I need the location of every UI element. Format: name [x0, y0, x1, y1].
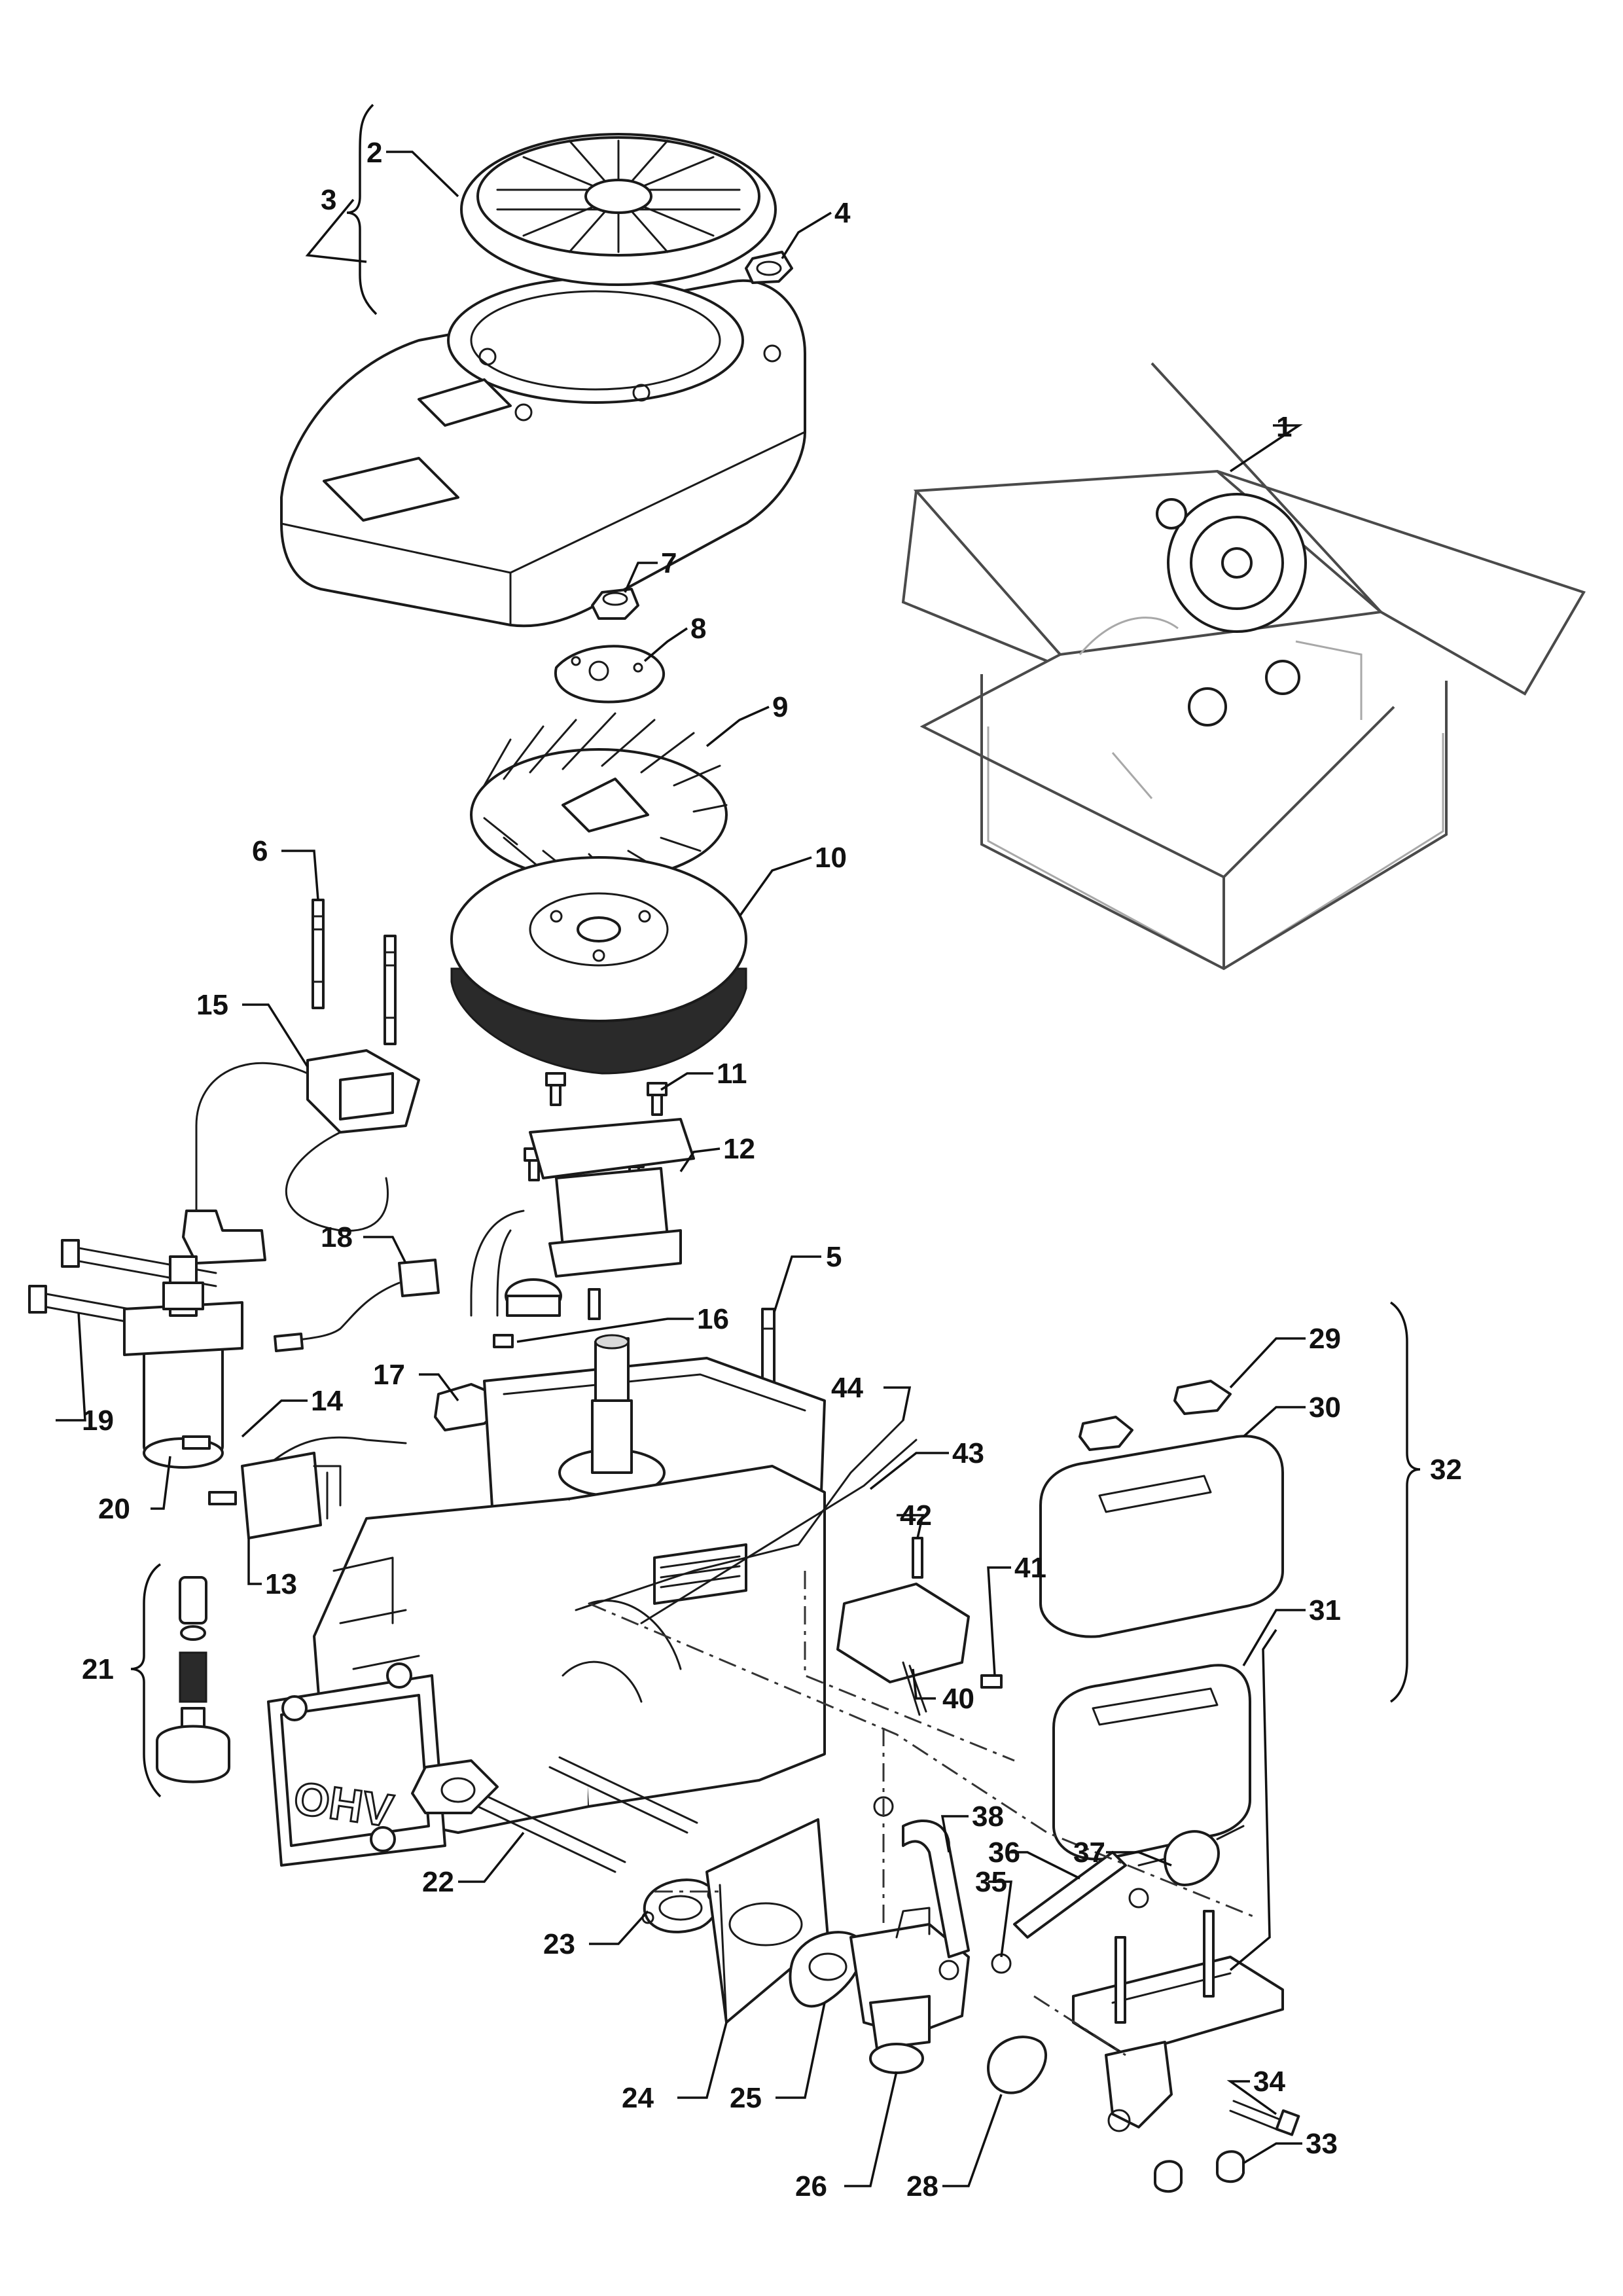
engine-block: OHV	[267, 1334, 826, 1867]
linkage-rods	[575, 1419, 918, 1624]
starter-motor	[123, 1255, 243, 1469]
callout-20: 20	[98, 1493, 130, 1525]
callout-38: 38	[972, 1801, 1004, 1833]
callout-18: 18	[321, 1221, 353, 1253]
rotating-screen	[460, 133, 777, 286]
callout-6: 6	[252, 835, 268, 867]
wing-nut-29	[1079, 1380, 1232, 1451]
assembly-lines	[588, 1571, 1257, 2056]
callout-29: 29	[1309, 1323, 1341, 1355]
flywheel-nut	[591, 588, 639, 620]
fuel-filter-37	[1137, 1825, 1245, 1886]
callout-5: 5	[826, 1241, 842, 1273]
callout-13: 13	[265, 1568, 297, 1600]
blower-housing	[280, 277, 806, 628]
air-filter-cover	[1039, 1435, 1284, 1638]
rectifier	[241, 1436, 407, 1539]
callout-32: 32	[1430, 1454, 1462, 1486]
oil-filler	[493, 1278, 601, 1348]
callout-44: 44	[831, 1372, 863, 1404]
air-filter-base	[1072, 1910, 1284, 2132]
brace-21	[130, 1563, 162, 1798]
callout-41: 41	[1014, 1552, 1046, 1584]
callout-26: 26	[795, 2170, 827, 2202]
callout-2: 2	[366, 137, 382, 169]
studs-22	[476, 1756, 698, 1873]
flywheel	[450, 856, 747, 1075]
gasket-28	[987, 2036, 1048, 2094]
callout-25: 25	[730, 2082, 762, 2114]
callout-37: 37	[1073, 1837, 1105, 1869]
callout-22: 22	[422, 1866, 454, 1898]
callout-15: 15	[196, 989, 228, 1021]
callout-8: 8	[690, 613, 706, 645]
callout-7: 7	[661, 547, 677, 579]
nut-4	[745, 251, 793, 284]
callout-17: 17	[373, 1359, 405, 1391]
callout-9: 9	[772, 691, 788, 723]
wire-harness-18	[274, 1259, 440, 1352]
carburetor	[849, 1907, 970, 2074]
callout-28: 28	[906, 2170, 938, 2202]
charging-coil	[470, 1118, 695, 1317]
callout-11: 11	[717, 1058, 747, 1090]
air-filter-element	[1052, 1664, 1251, 1861]
nuts-33	[1154, 2150, 1245, 2193]
starter-drive	[156, 1576, 230, 1784]
insulator-24	[705, 1818, 829, 2024]
callout-19: 19	[82, 1405, 114, 1437]
leader-lines	[56, 151, 1306, 2187]
callout-35: 35	[975, 1866, 1007, 1898]
callout-1: 1	[1276, 411, 1292, 443]
callout-36: 36	[988, 1837, 1020, 1869]
callout-23: 23	[543, 1928, 575, 1960]
callout-3: 3	[321, 184, 336, 216]
bolt-34	[1229, 2100, 1300, 2136]
studs-6	[312, 899, 397, 1045]
breather-hose-38	[902, 1819, 970, 1958]
callout-16: 16	[697, 1303, 729, 1335]
ignition-coil	[182, 1049, 420, 1265]
callout-31: 31	[1309, 1594, 1341, 1626]
callout-43: 43	[952, 1437, 984, 1469]
starter-cup	[554, 645, 666, 704]
callout-30: 30	[1309, 1391, 1341, 1424]
callout-34: 34	[1253, 2066, 1285, 2098]
callout-labels: 1 2 3 4 5 6 7 8 9 10 11 12 13 14 15 16 1…	[82, 137, 1462, 2202]
gasket-23	[641, 1878, 720, 1933]
callout-24: 24	[622, 2082, 654, 2114]
callout-4: 4	[834, 197, 851, 229]
brace-3	[346, 103, 378, 315]
governor-bracket	[836, 1537, 1003, 1716]
callout-40: 40	[942, 1683, 974, 1715]
brace-32	[1389, 1301, 1421, 1703]
fuel-hose-36	[1013, 1851, 1127, 1939]
callout-42: 42	[900, 1499, 932, 1532]
callout-12: 12	[723, 1133, 755, 1165]
engine-box	[901, 362, 1586, 971]
callout-21: 21	[82, 1653, 114, 1685]
callout-10: 10	[815, 842, 847, 874]
callout-33: 33	[1306, 2128, 1338, 2160]
screw-14	[182, 1435, 237, 1505]
cooling-fan	[470, 712, 728, 882]
callout-14: 14	[311, 1385, 343, 1417]
